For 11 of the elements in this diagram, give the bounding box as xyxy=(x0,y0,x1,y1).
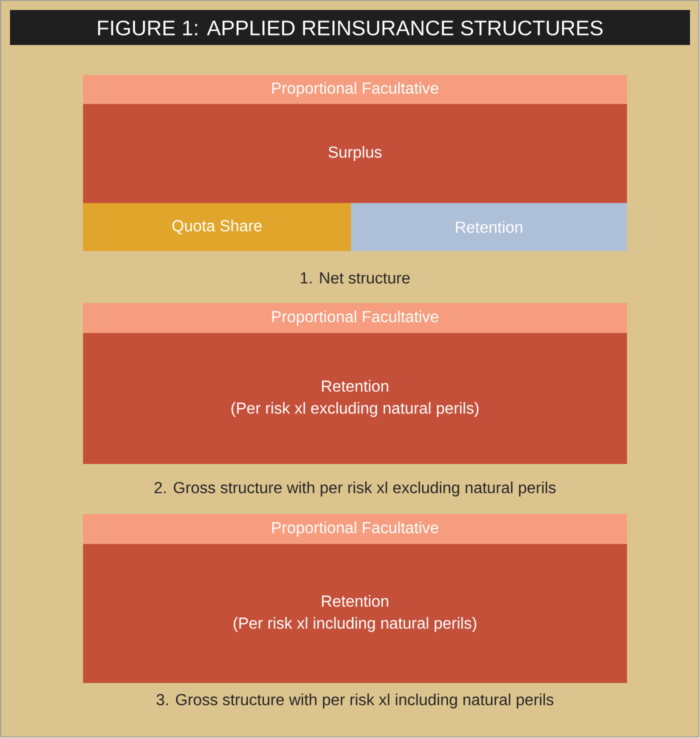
header-band: Proportional Facultative xyxy=(83,303,627,333)
header-band: Proportional Facultative xyxy=(83,75,627,104)
quota-share-box: Quota Share xyxy=(83,203,351,251)
structure-caption: 2. Gross structure with per risk xl excluding natural perils xyxy=(154,482,556,496)
structure-box: Retention (Per risk xl excluding natural perils) xyxy=(83,333,627,464)
structure-caption: 1. Net structure xyxy=(300,272,410,284)
retention-box: Retention xyxy=(351,203,627,251)
header-band: Proportional Facultative xyxy=(83,514,627,544)
structure-box: Surplus xyxy=(83,104,627,203)
title-bar: FIGURE 1: APPLIED REINSURANCE STRUCTURES xyxy=(10,10,690,45)
structure-box: Retention (Per risk xl including natural perils) xyxy=(83,544,627,683)
